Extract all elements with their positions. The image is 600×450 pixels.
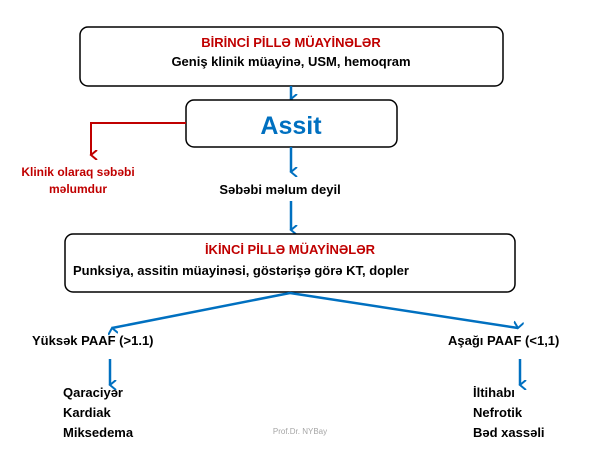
known-cause-line2: məlumdur [49, 182, 107, 196]
arrow-right-branch [289, 291, 518, 328]
first-stage-subtitle: Geniş klinik müayinə, USM, hemoqram [171, 54, 410, 69]
first-stage-title: BİRİNCİ PİLLƏ MÜAYİNƏLƏR [201, 35, 381, 50]
second-stage-title: İKİNCİ PİLLƏ MÜAYİNƏLƏR [205, 242, 376, 257]
arrow-left-branch [112, 291, 291, 328]
box-second-stage [64, 233, 516, 293]
ascites-title: Assit [260, 112, 322, 140]
low-saag-item: Nefrotik [473, 405, 523, 420]
high-saag-item: Miksedema [63, 425, 134, 440]
watermark: Prof.Dr. NYBay [273, 427, 327, 436]
arrow-red-known [91, 122, 186, 155]
high-saag-label: Yüksək PAAF (>1.1) [32, 333, 154, 348]
high-saag-item: Qaraciyər [63, 385, 123, 400]
second-stage-subtitle: Punksiya, assitin müayinəsi, göstərişə g… [73, 263, 409, 278]
low-saag-item: İltihabı [473, 385, 515, 400]
low-saag-item: Bəd xassəli [473, 425, 545, 440]
low-saag-label: Aşağı PAAF (<1,1) [448, 333, 559, 348]
unknown-cause: Səbəbi məlum deyil [219, 182, 340, 197]
known-cause-line1: Klinik olaraq səbəbi [21, 165, 134, 179]
high-saag-item: Kardiak [63, 405, 111, 420]
